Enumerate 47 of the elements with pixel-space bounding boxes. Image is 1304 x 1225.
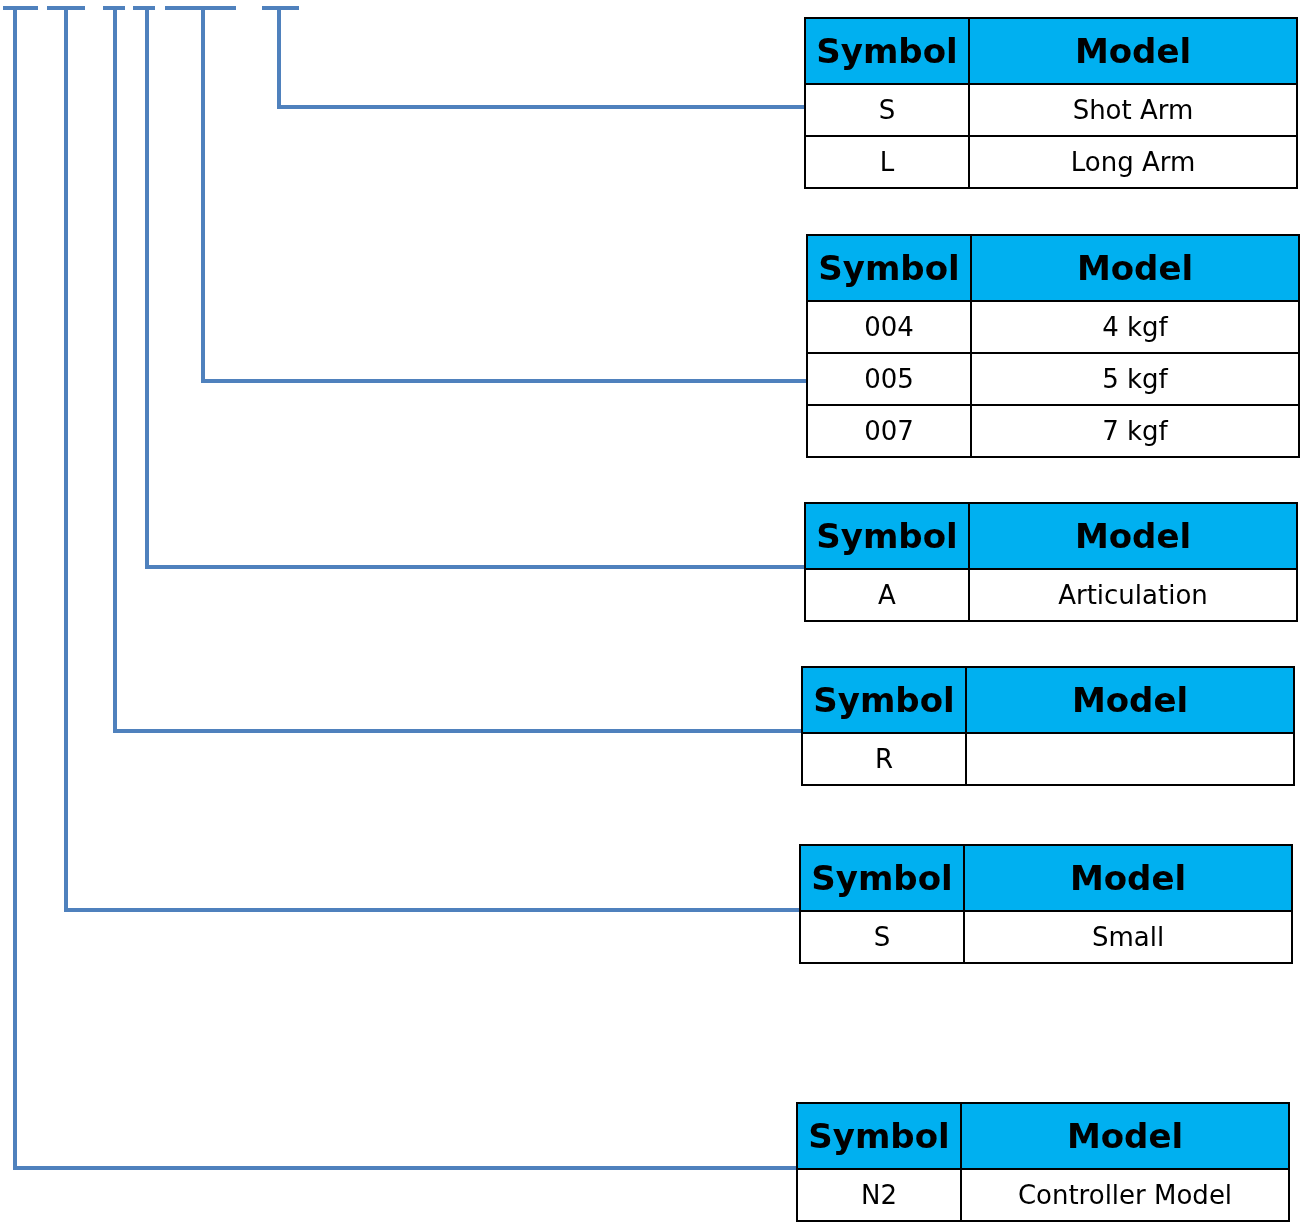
- header-cell: Symbol: [797, 1103, 961, 1169]
- code-table: [799, 844, 1293, 964]
- blank-dash: [47, 6, 85, 10]
- header-cell: Symbol: [807, 235, 971, 301]
- header-cell: Model: [971, 235, 1299, 301]
- model-cell: Long Arm: [969, 136, 1297, 188]
- blank-dash: [103, 6, 125, 10]
- header-cell: Symbol: [802, 667, 966, 733]
- symbol-cell: L: [805, 136, 969, 188]
- model-cell: 7 kgf: [971, 405, 1299, 457]
- symbol-cell: R: [802, 733, 966, 785]
- symbol-cell: N2: [797, 1169, 961, 1221]
- connector-line: [113, 10, 801, 733]
- code-table: [804, 502, 1298, 622]
- symbol-cell: 005: [807, 353, 971, 405]
- connector-line: [13, 10, 796, 1170]
- connector-line: [201, 10, 806, 383]
- model-cell: 5 kgf: [971, 353, 1299, 405]
- symbol-cell: S: [805, 84, 969, 136]
- header-cell: Model: [966, 667, 1294, 733]
- header-cell: Model: [964, 845, 1292, 911]
- header-cell: Model: [961, 1103, 1289, 1169]
- symbol-cell: 007: [807, 405, 971, 457]
- symbol-cell: 004: [807, 301, 971, 353]
- code-table: [806, 234, 1300, 458]
- header-cell: Symbol: [800, 845, 964, 911]
- symbol-cell: A: [805, 569, 969, 621]
- blank-dash: [262, 6, 299, 10]
- model-cell: Small: [964, 911, 1292, 963]
- header-cell: Symbol: [805, 503, 969, 569]
- model-cell: Articulation: [969, 569, 1297, 621]
- connector-line: [145, 10, 804, 569]
- model-cell: Shot Arm: [969, 84, 1297, 136]
- model-cell: 4 kgf: [971, 301, 1299, 353]
- blank-dash: [165, 6, 236, 10]
- header-cell: Model: [969, 503, 1297, 569]
- header-cell: Symbol: [805, 18, 969, 84]
- connector-line: [64, 10, 799, 912]
- code-table: [804, 17, 1298, 189]
- blank-dash: [133, 6, 155, 10]
- code-table: [801, 666, 1295, 786]
- code-table: [796, 1102, 1290, 1222]
- connector-line: [277, 10, 804, 109]
- header-cell: Model: [969, 18, 1297, 84]
- blank-dash: [3, 6, 38, 10]
- model-cell: Controller Model: [961, 1169, 1289, 1221]
- symbol-cell: S: [800, 911, 964, 963]
